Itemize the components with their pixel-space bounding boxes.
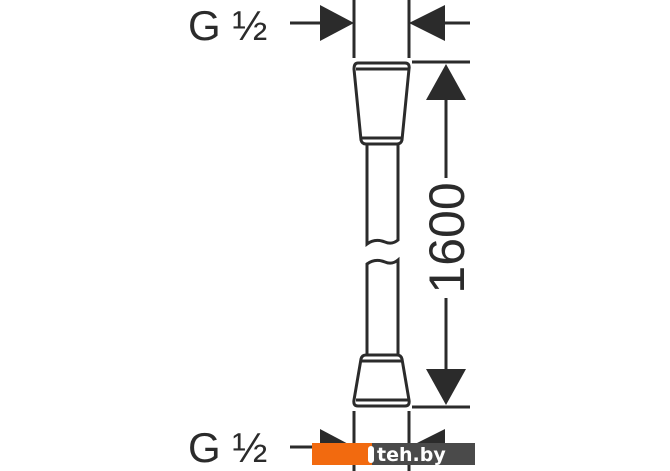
arrow-left-icon: [409, 5, 445, 41]
bottom-fitting: [352, 353, 411, 408]
arrow-down-icon: [426, 369, 466, 405]
hose-upper: [365, 144, 400, 247]
watermark-logo: teh.by: [312, 443, 475, 466]
hose-lower: [365, 256, 400, 355]
top-fitting: [352, 61, 411, 146]
length-dimension: 1600: [412, 60, 475, 409]
bottom-thread-label: G ½: [188, 424, 267, 471]
arrow-up-icon: [426, 64, 466, 100]
top-width-dimension: [290, 0, 470, 58]
top-thread-label: G ½: [188, 2, 267, 49]
arrow-right-icon: [320, 5, 354, 41]
watermark-text: teh.by: [377, 444, 446, 466]
length-value: 1600: [419, 182, 475, 293]
